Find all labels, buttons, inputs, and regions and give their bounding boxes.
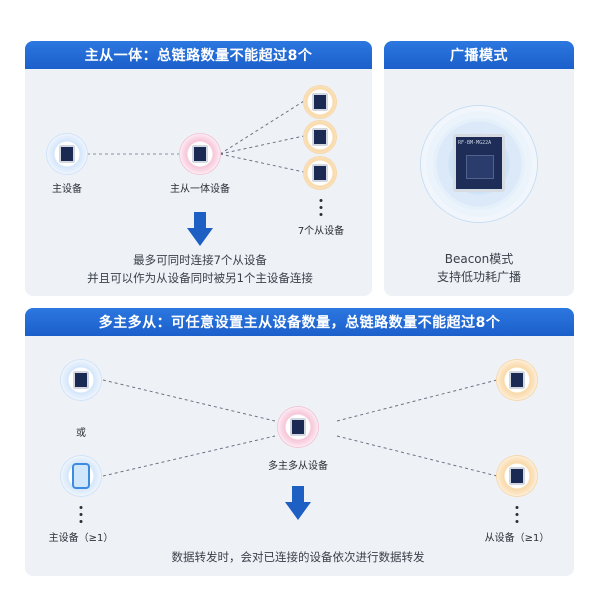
- down-arrow-icon: [187, 212, 213, 246]
- panel-master-slave-hybrid: 主从一体：总链路数量不能超过8个 主设备 主从一体设备 7个从设备 最多可同时连…: [25, 41, 372, 296]
- master-device-label: 主设备: [52, 184, 82, 195]
- panel1-note: 最多可同时连接7个从设备 并且可以作为从设备同时被另1个主设备连接: [87, 251, 313, 287]
- chip-icon: [290, 418, 306, 436]
- slave-device-node: [304, 121, 336, 153]
- hybrid-device-node: [180, 134, 220, 174]
- chip-icon: [312, 164, 328, 182]
- chip-icon: [59, 145, 75, 163]
- panel3-note: 数据转发时，会对已连接的设备依次进行数据转发: [171, 550, 425, 564]
- slave-device-node: [497, 456, 537, 496]
- chip-icon: [312, 93, 328, 111]
- panel-multi-master-multi-slave: 多主多从：可任意设置主从设备数量，总链路数量不能超过8个 或 主设备（≥1） 多…: [25, 308, 574, 576]
- panel2-description: Beacon模式 支持低功耗广播: [437, 250, 521, 286]
- chip-icon: [509, 371, 525, 389]
- slave-device-node: [497, 360, 537, 400]
- more-slaves-ellipsis: [515, 506, 519, 527]
- chip-icon: [192, 145, 208, 163]
- panel-broadcast-mode: 广播模式 RF-BM-MG22A Beacon模式 支持低功耗广播: [384, 41, 574, 296]
- more-slaves-ellipsis: [319, 199, 323, 220]
- master-device-node: [61, 360, 101, 400]
- panel1-note-line1: 最多可同时连接7个从设备: [133, 253, 267, 267]
- phone-master-node: [61, 456, 101, 496]
- panel2-title: 广播模式: [384, 41, 574, 69]
- slave-device-node: [304, 86, 336, 118]
- slaves-label: 从设备（≥1）: [484, 533, 550, 544]
- panel2-line2: 支持低功耗广播: [436, 270, 522, 284]
- down-arrow-icon: [285, 486, 311, 520]
- module-model-text: RF-BM-MG22A: [458, 140, 492, 146]
- masters-label: 主设备（≥1）: [48, 533, 114, 544]
- panel1-note-line2: 并且可以作为从设备同时被另1个主设备连接: [87, 271, 313, 285]
- slaves-count-label: 7个从设备: [297, 226, 345, 237]
- hybrid-device-label: 主从一体设备: [170, 184, 230, 195]
- panel3-title: 多主多从：可任意设置主从设备数量，总链路数量不能超过8个: [25, 308, 574, 336]
- center-device-label: 多主多从设备: [268, 461, 328, 472]
- phone-icon: [72, 463, 90, 489]
- slave-device-node: [304, 157, 336, 189]
- chip-icon: [73, 371, 89, 389]
- chip-icon: [509, 467, 525, 485]
- master-device-node: [47, 134, 87, 174]
- more-masters-ellipsis: [79, 506, 83, 527]
- chip-icon: [312, 128, 328, 146]
- panel1-connection-lines: [87, 100, 305, 173]
- module-icon: RF-BM-MG22A: [453, 134, 505, 192]
- panel1-title: 主从一体：总链路数量不能超过8个: [25, 41, 372, 69]
- multi-device-node: [278, 407, 318, 447]
- or-label: 或: [76, 428, 86, 439]
- panel2-line1: Beacon模式: [444, 252, 514, 266]
